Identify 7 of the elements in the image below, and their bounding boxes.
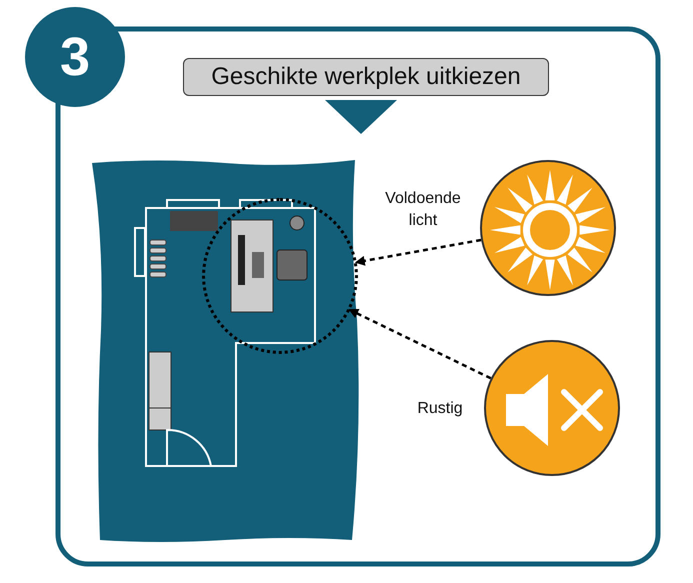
title-box: Geschikte werkplek uitkiezen	[183, 58, 549, 96]
step-number-badge: 3	[25, 7, 125, 107]
dashed-arrow	[354, 238, 482, 266]
dotted-circle	[202, 198, 358, 354]
dashed-arrow	[348, 308, 492, 380]
icon-caption: Rustig	[416, 399, 464, 419]
icon-caption: Voldoende licht	[384, 189, 462, 231]
